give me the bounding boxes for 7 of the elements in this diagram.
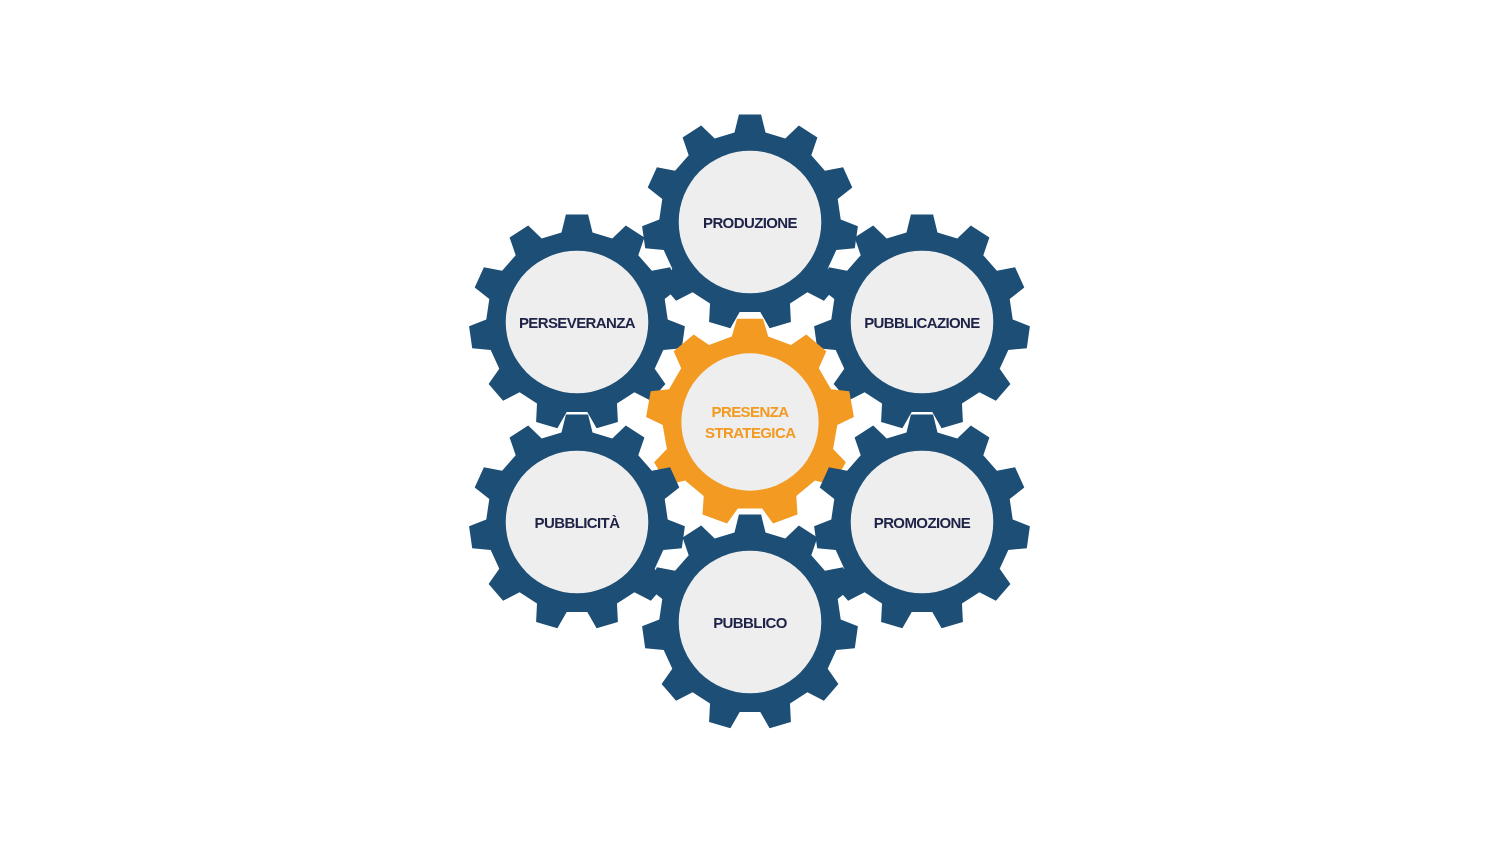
gear-label: PROMOZIONE <box>872 512 972 533</box>
gear-label: PERSEVERANZA <box>517 312 637 333</box>
gear-label: PUBBLICAZIONE <box>863 312 981 333</box>
gear-label: PRODUZIONE <box>702 212 798 233</box>
gear-label: PRESENZA STRATEGICA <box>705 402 795 443</box>
gear-label: PUBBLICITÀ <box>533 512 621 533</box>
gear-label: PUBBLICO <box>712 612 788 633</box>
